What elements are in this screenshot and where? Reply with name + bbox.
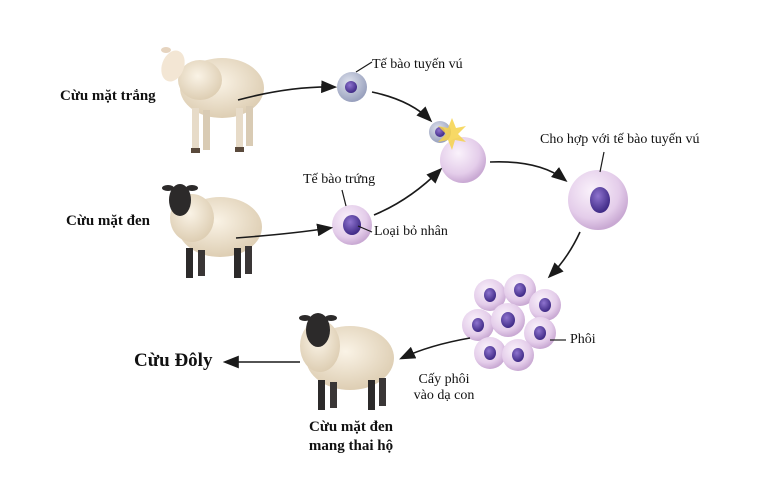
surrogate-label: Cừu mặt đen mang thai hộ (296, 418, 406, 456)
arrow-black-to-egg (235, 223, 334, 239)
leader-egg-cell (341, 189, 347, 207)
leader-remove-nucleus (357, 225, 373, 233)
egg-cell-icon (332, 205, 372, 245)
arrow-fusion-to-fused (489, 161, 568, 182)
embryo-label: Phôi (570, 332, 596, 347)
surrogate-sheep-icon (299, 313, 394, 410)
white-sheep-label: Cừu mặt trắng (60, 88, 156, 104)
transfer-label-line1: Cấy phôi (418, 372, 470, 387)
fused-cell-icon (568, 170, 628, 230)
mammary-cell-icon (337, 72, 367, 102)
fusion-cells-icon (429, 118, 486, 183)
arrow-embryo-to-surrogate (399, 337, 471, 360)
remove-nucleus-label: Loại bỏ nhân (374, 224, 448, 239)
white-sheep-icon (161, 47, 264, 153)
transfer-label: Cấy phôi vào dạ con (404, 372, 484, 404)
black-sheep-icon (162, 184, 262, 278)
surrogate-label-line2: mang thai hộ (308, 438, 394, 454)
arrow-fused-to-embryo (547, 231, 581, 279)
arrow-egg-to-fusion (373, 167, 443, 216)
arrow-mammary-to-fusion (371, 91, 433, 123)
transfer-label-line2: vào dạ con (413, 388, 475, 403)
dolly-label: Cừu Đôly (134, 350, 213, 371)
mammary-cell-label: Tế bào tuyến vú (372, 57, 463, 72)
arrow-white-to-mammary (237, 80, 338, 101)
embryo-icon (462, 274, 561, 371)
fuse-cells-label: Cho hợp với tế bào tuyến vú (540, 132, 700, 147)
surrogate-label-line1: Cừu mặt đen (308, 419, 393, 435)
leader-fused-cell (599, 151, 605, 173)
leader-mammary-cell (355, 61, 373, 73)
black-sheep-label: Cừu mặt đen (66, 213, 151, 229)
egg-cell-label: Tế bào trứng (303, 172, 376, 187)
